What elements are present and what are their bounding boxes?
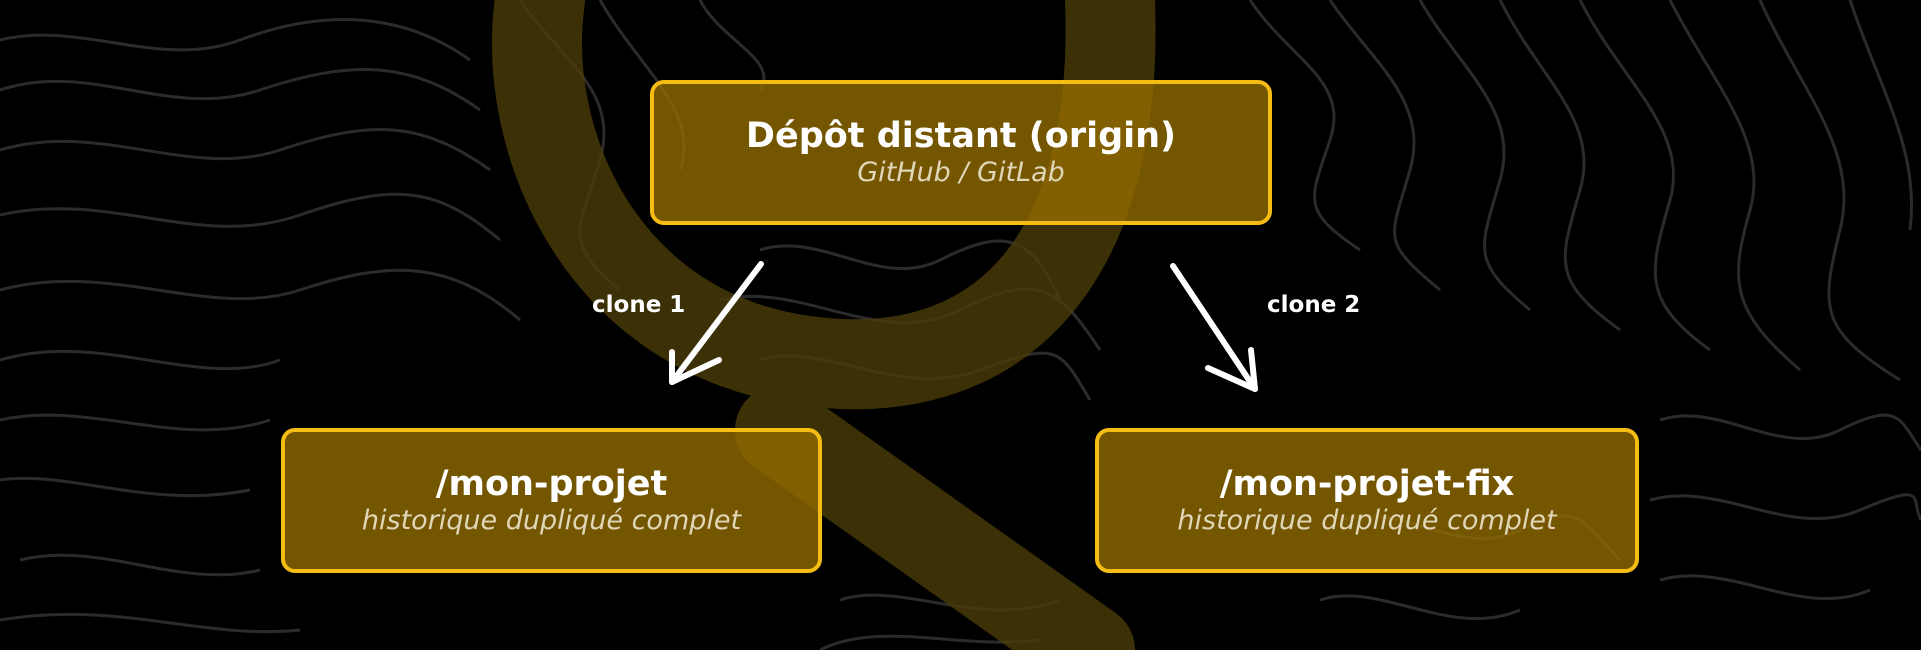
- clone1-node: /mon-projet historique dupliqué complet: [281, 428, 822, 573]
- edge-label-clone2: clone 2: [1267, 292, 1361, 318]
- arrow-line-clone2: [1170, 263, 1258, 392]
- origin-title: Dépôt distant (origin): [745, 115, 1177, 156]
- edge-label-clone1: clone 1: [592, 292, 686, 318]
- arrow-head-clone1: [669, 349, 722, 385]
- origin-node: Dépôt distant (origin) GitHub / GitLab: [650, 80, 1272, 225]
- clone2-title: /mon-projet-fix: [1219, 463, 1515, 504]
- clone2-node: /mon-projet-fix historique dupliqué comp…: [1095, 428, 1639, 573]
- arrow-head-clone2: [1205, 347, 1258, 392]
- clone1-title: /mon-projet: [435, 463, 668, 504]
- clone2-subtitle: historique dupliqué complet: [1177, 504, 1557, 536]
- edge-origin-clone2: [1170, 263, 1258, 392]
- origin-subtitle: GitHub / GitLab: [857, 156, 1065, 188]
- arrow-line-clone1: [669, 261, 764, 385]
- clone1-subtitle: historique dupliqué complet: [361, 504, 742, 536]
- edge-origin-clone1: [669, 261, 764, 385]
